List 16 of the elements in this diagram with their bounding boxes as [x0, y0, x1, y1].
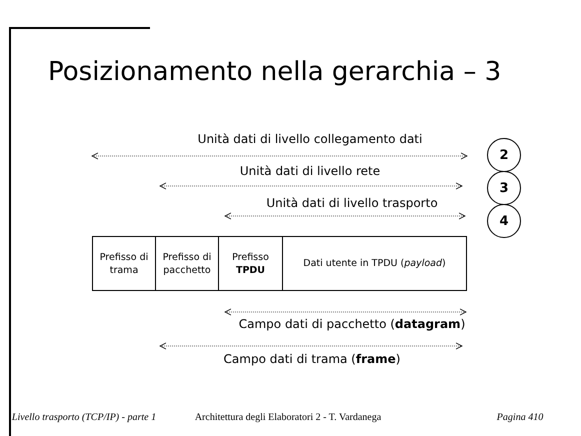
field-cell: Prefisso di trama: [92, 236, 156, 291]
dimension-label: Campo dati di pacchetto (datagram): [238, 317, 466, 331]
field-cell: Prefisso di pacchetto: [155, 236, 219, 291]
level-number: 2: [487, 138, 521, 172]
footer-text: Livello trasporto (TCP/IP) - parte 1: [12, 412, 156, 423]
dimension-label: Unità dati di livello rete: [240, 164, 380, 178]
footer-text: Pagina 410: [496, 412, 544, 423]
dimension-label: Campo dati di trama (frame): [224, 352, 400, 366]
dimension-label: Unità dati di livello trasporto: [266, 196, 438, 210]
level-number: 4: [487, 204, 521, 238]
level-number: 3: [487, 171, 521, 205]
field-cell: Prefisso TPDU: [218, 236, 283, 291]
dimension-label: Unità dati di livello collegamento dati: [198, 132, 422, 146]
footer-text: Architettura degli Elaboratori 2 - T. Vardanega: [194, 412, 382, 423]
field-cell: Dati utente in TPDU (payload): [282, 236, 467, 291]
slide-title: Posizionamento nella gerarchia – 3: [48, 57, 502, 87]
